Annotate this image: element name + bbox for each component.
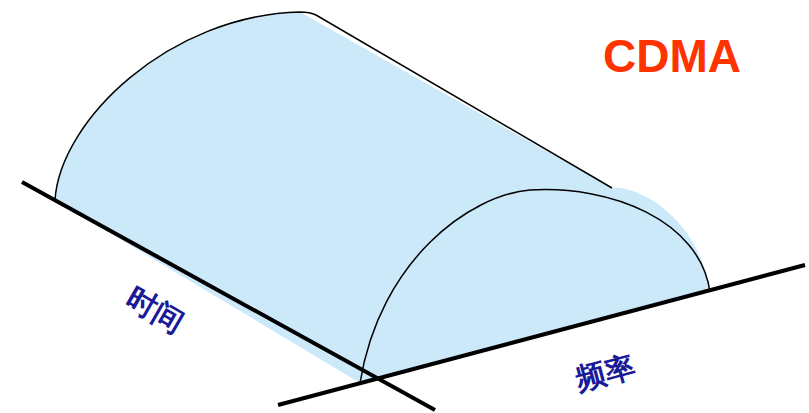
time-axis	[22, 182, 435, 410]
volume-front-arc	[360, 190, 710, 383]
axis-label: 频率	[572, 351, 638, 396]
frequency-axis	[278, 265, 805, 405]
diagram-title: CDMA	[603, 33, 741, 79]
volume-outline	[55, 12, 612, 200]
axis-label: 时间	[122, 282, 189, 338]
